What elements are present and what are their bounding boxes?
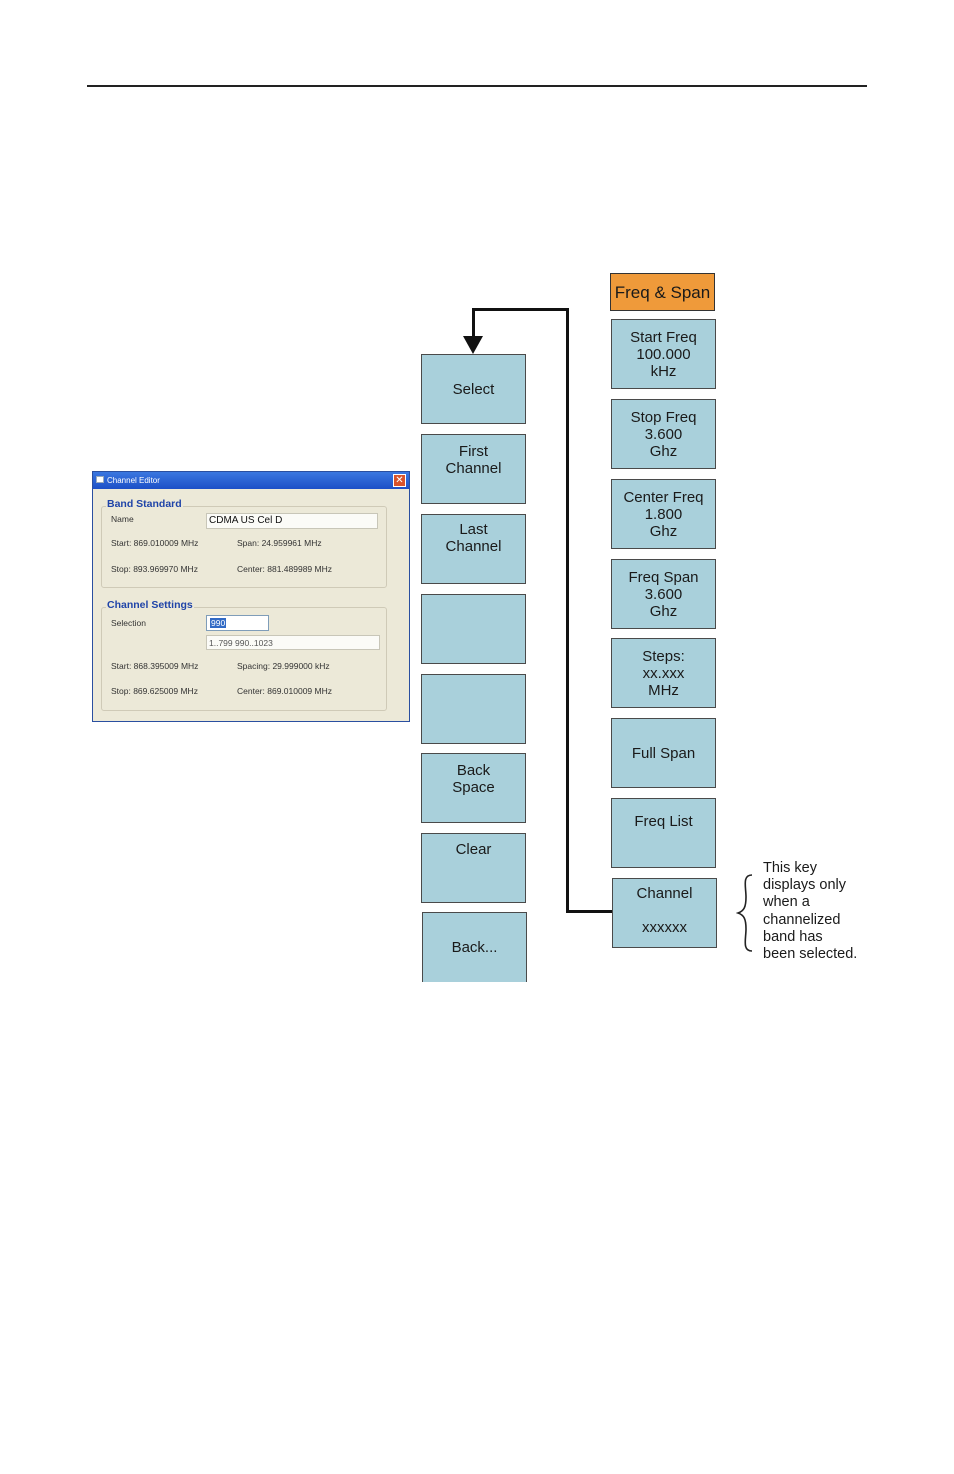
channel-range-field: 1..799 990..1023 — [206, 635, 380, 650]
center-freq-key[interactable]: Center Freq 1.800 Ghz — [611, 479, 716, 549]
connector-horizontal-bottom — [567, 910, 612, 913]
band-span-text: Span: 24.959961 MHz — [237, 538, 322, 548]
selection-label: Selection — [111, 618, 146, 628]
curly-brace-icon — [736, 874, 753, 952]
channel-spacing-text: Spacing: 29.999000 kHz — [237, 661, 330, 671]
channel-settings-title: Channel Settings — [106, 599, 194, 611]
clear-key[interactable]: Clear — [421, 833, 526, 903]
arrow-down-icon — [463, 336, 483, 354]
connector-drop — [472, 308, 475, 340]
name-label: Name — [111, 514, 134, 524]
back-space-key[interactable]: Back Space — [421, 753, 526, 823]
band-standard-title: Band Standard — [106, 498, 183, 510]
full-span-key[interactable]: Full Span — [611, 718, 716, 788]
freq-span-key[interactable]: Freq Span 3.600 Ghz — [611, 559, 716, 629]
stop-freq-key[interactable]: Stop Freq 3.600 Ghz — [611, 399, 716, 469]
band-start-text: Start: 869.010009 MHz — [111, 538, 199, 548]
last-channel-key[interactable]: Last Channel — [421, 514, 526, 584]
steps-key[interactable]: Steps: xx.xxx MHz — [611, 638, 716, 708]
selection-value: 990 — [210, 618, 227, 628]
band-standard-group — [101, 506, 387, 588]
blank-key-2[interactable] — [421, 674, 526, 744]
channel-center-text: Center: 869.010009 MHz — [237, 686, 332, 696]
dialog-title: Channel Editor — [107, 476, 160, 485]
back-key[interactable]: Back... — [422, 912, 527, 982]
header-rule — [87, 85, 867, 87]
channel-key-annotation: This key displays only when a channelize… — [763, 860, 858, 963]
blank-key-1[interactable] — [421, 594, 526, 664]
band-stop-text: Stop: 893.969970 MHz — [111, 564, 198, 574]
window-icon — [96, 476, 104, 483]
start-freq-key[interactable]: Start Freq 100.000 kHz — [611, 319, 716, 389]
select-key[interactable]: Select — [421, 354, 526, 424]
channel-stop-text: Stop: 869.625009 MHz — [111, 686, 198, 696]
connector-vertical — [566, 308, 569, 913]
channel-key[interactable]: Channel xxxxxx — [612, 878, 717, 948]
freq-span-menu-title[interactable]: Freq & Span — [610, 273, 715, 311]
connector-horizontal-top — [472, 308, 569, 311]
band-center-text: Center: 881.489989 MHz — [237, 564, 332, 574]
channel-settings-group — [101, 607, 387, 711]
channel-start-text: Start: 868.395009 MHz — [111, 661, 199, 671]
selection-input[interactable]: 990 — [206, 615, 269, 631]
dialog-titlebar[interactable]: Channel Editor ✕ — [93, 472, 409, 489]
first-channel-key[interactable]: First Channel — [421, 434, 526, 504]
freq-list-key[interactable]: Freq List — [611, 798, 716, 868]
close-button[interactable]: ✕ — [393, 474, 406, 487]
band-name-field[interactable]: CDMA US Cel D — [206, 513, 378, 529]
channel-editor-dialog: Channel Editor ✕ Band Standard Name CDMA… — [92, 471, 410, 722]
